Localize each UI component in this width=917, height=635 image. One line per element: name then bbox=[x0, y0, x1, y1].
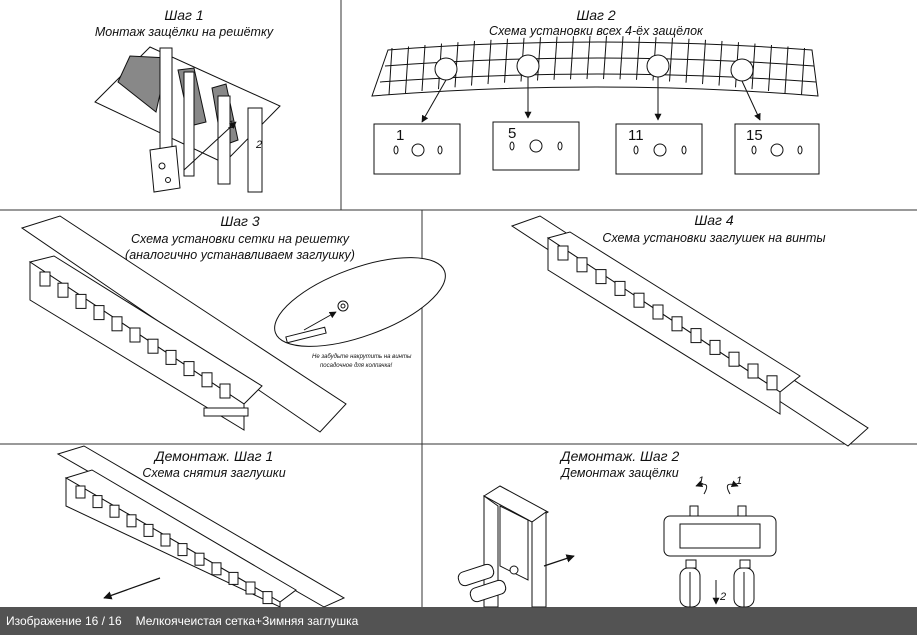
panel-dismantle-2: Демонтаж. Шаг 2 Демонтаж защёлки bbox=[457, 448, 777, 608]
latch-card-number-1: 1 bbox=[396, 127, 404, 144]
latch-removal-front-drawing bbox=[663, 505, 777, 608]
dismantle-1-subtitle: Схема снятия заглушки bbox=[142, 466, 285, 480]
image-counter: 16 / 16 bbox=[84, 614, 122, 628]
curved-grille-drawing bbox=[371, 35, 819, 97]
grille-section-drawing bbox=[94, 46, 281, 193]
panel-step-2: Шаг 2 Схема установки всех 4-ёх защёлок bbox=[371, 7, 820, 175]
step-3-subtitle-2: (аналогично устанавливаем заглушку) bbox=[125, 248, 355, 262]
panel-step-1: Шаг 1 Монтаж защёлки на решётку 1 2 bbox=[94, 7, 281, 193]
dismantle-2-callout-1a: 1 bbox=[698, 475, 704, 487]
step-2-subtitle: Схема установки всех 4-ёх защёлок bbox=[489, 24, 704, 38]
latch-card-number-2: 5 bbox=[508, 125, 516, 142]
latch-cards bbox=[373, 121, 820, 175]
dismantle-2-callout-2: 2 bbox=[719, 591, 726, 603]
step-4-subtitle: Схема установки заглушек на винты bbox=[602, 231, 825, 245]
latch-card-number-4: 15 bbox=[746, 127, 763, 144]
grille-with-plugs-drawing bbox=[510, 215, 869, 447]
panel-step-3: Шаг 3 Схема установки сетки на решетку (… bbox=[20, 213, 446, 433]
dismantle-2-title: Демонтаж. Шаг 2 bbox=[559, 448, 680, 464]
dismantle-2-subtitle: Демонтаж защёлки bbox=[559, 466, 678, 480]
caption-bar: Изображение 16 / 16 Мелкоячеистая сетка+… bbox=[0, 607, 917, 635]
latch-card-number-3: 11 bbox=[628, 127, 644, 144]
image-caption: Мелкоячеистая сетка+Зимняя заглушка bbox=[135, 614, 359, 628]
panel-step-4: Шаг 4 Схема установки заглушек на винты bbox=[510, 212, 869, 447]
step-2-title: Шаг 2 bbox=[576, 7, 615, 23]
dismantle-2-callout-1b: 1 bbox=[736, 475, 742, 487]
step-4-title: Шаг 4 bbox=[694, 212, 733, 228]
step-1-subtitle: Монтаж защёлки на решётку bbox=[95, 25, 274, 39]
step-3-note-2: посадочное для колпачка! bbox=[320, 363, 393, 369]
panel-dismantle-1: Демонтаж. Шаг 1 Схема снятия заглушки bbox=[56, 445, 346, 608]
step-1-callout-2: 2 bbox=[255, 139, 262, 151]
image-label: Изображение bbox=[6, 614, 82, 628]
mount-arrow bbox=[183, 121, 237, 171]
latch-removal-iso-drawing bbox=[457, 485, 549, 608]
dismantle-1-title: Демонтаж. Шаг 1 bbox=[153, 448, 274, 464]
grille-with-mesh-drawing bbox=[20, 215, 446, 433]
step-3-title: Шаг 3 bbox=[220, 213, 259, 229]
step-1-callout-1: 1 bbox=[228, 119, 234, 131]
step-1-title: Шаг 1 bbox=[164, 7, 203, 23]
step-3-subtitle-1: Схема установки сетки на решетку bbox=[131, 232, 350, 246]
step-3-note-1: Не забудьте накрутить на винты bbox=[312, 354, 412, 360]
grille-removal-drawing bbox=[56, 445, 346, 608]
